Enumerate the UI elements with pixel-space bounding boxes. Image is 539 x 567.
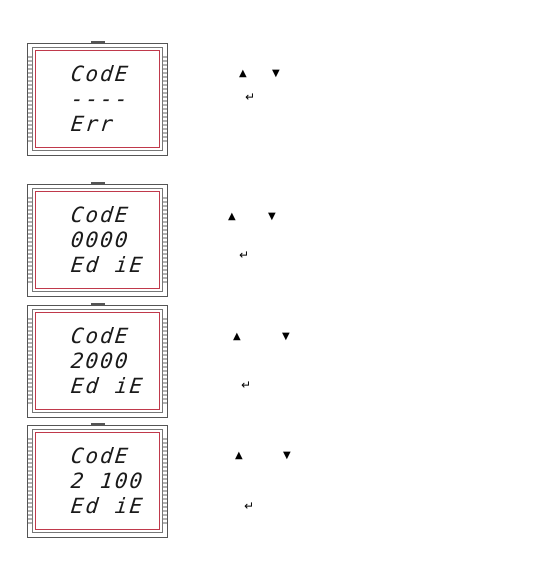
enter-key-icon: ↵ [239,250,249,260]
lcd-line-1: CodE [70,63,131,85]
lcd-line-2: 2000 [70,350,131,372]
lcd-line-3: Ed iE [70,495,146,517]
meter-display-2: CodE 0000 Ed iE [27,182,168,297]
lcd-line-2: ---- [70,88,131,110]
lcd-line-3: Err [70,113,116,135]
up-triangle-icon: ▲ [228,212,236,222]
lcd-line-3: Ed iE [70,375,146,397]
lcd-line-1: CodE [70,325,131,347]
up-triangle-icon: ▲ [233,332,241,342]
lcd-line-1: CodE [70,445,131,467]
meter-display-3: CodE 2000 Ed iE [27,303,168,418]
enter-key-icon: ↵ [241,380,251,390]
lcd-line-2: 0000 [70,229,131,251]
lcd-line-3: Ed iE [70,254,146,276]
lcd-line-2: 2 100 [70,470,146,492]
down-triangle-icon: ▼ [272,69,280,79]
up-triangle-icon: ▲ [235,451,243,461]
up-triangle-icon: ▲ [239,69,247,79]
meter-display-4: CodE 2 100 Ed iE [27,423,168,538]
enter-key-icon: ↵ [245,92,255,102]
enter-key-icon: ↵ [244,501,254,511]
down-triangle-icon: ▼ [283,451,291,461]
down-triangle-icon: ▼ [268,212,276,222]
lcd-line-1: CodE [70,204,131,226]
down-triangle-icon: ▼ [282,332,290,342]
meter-display-1: CodE ---- Err [27,41,168,156]
